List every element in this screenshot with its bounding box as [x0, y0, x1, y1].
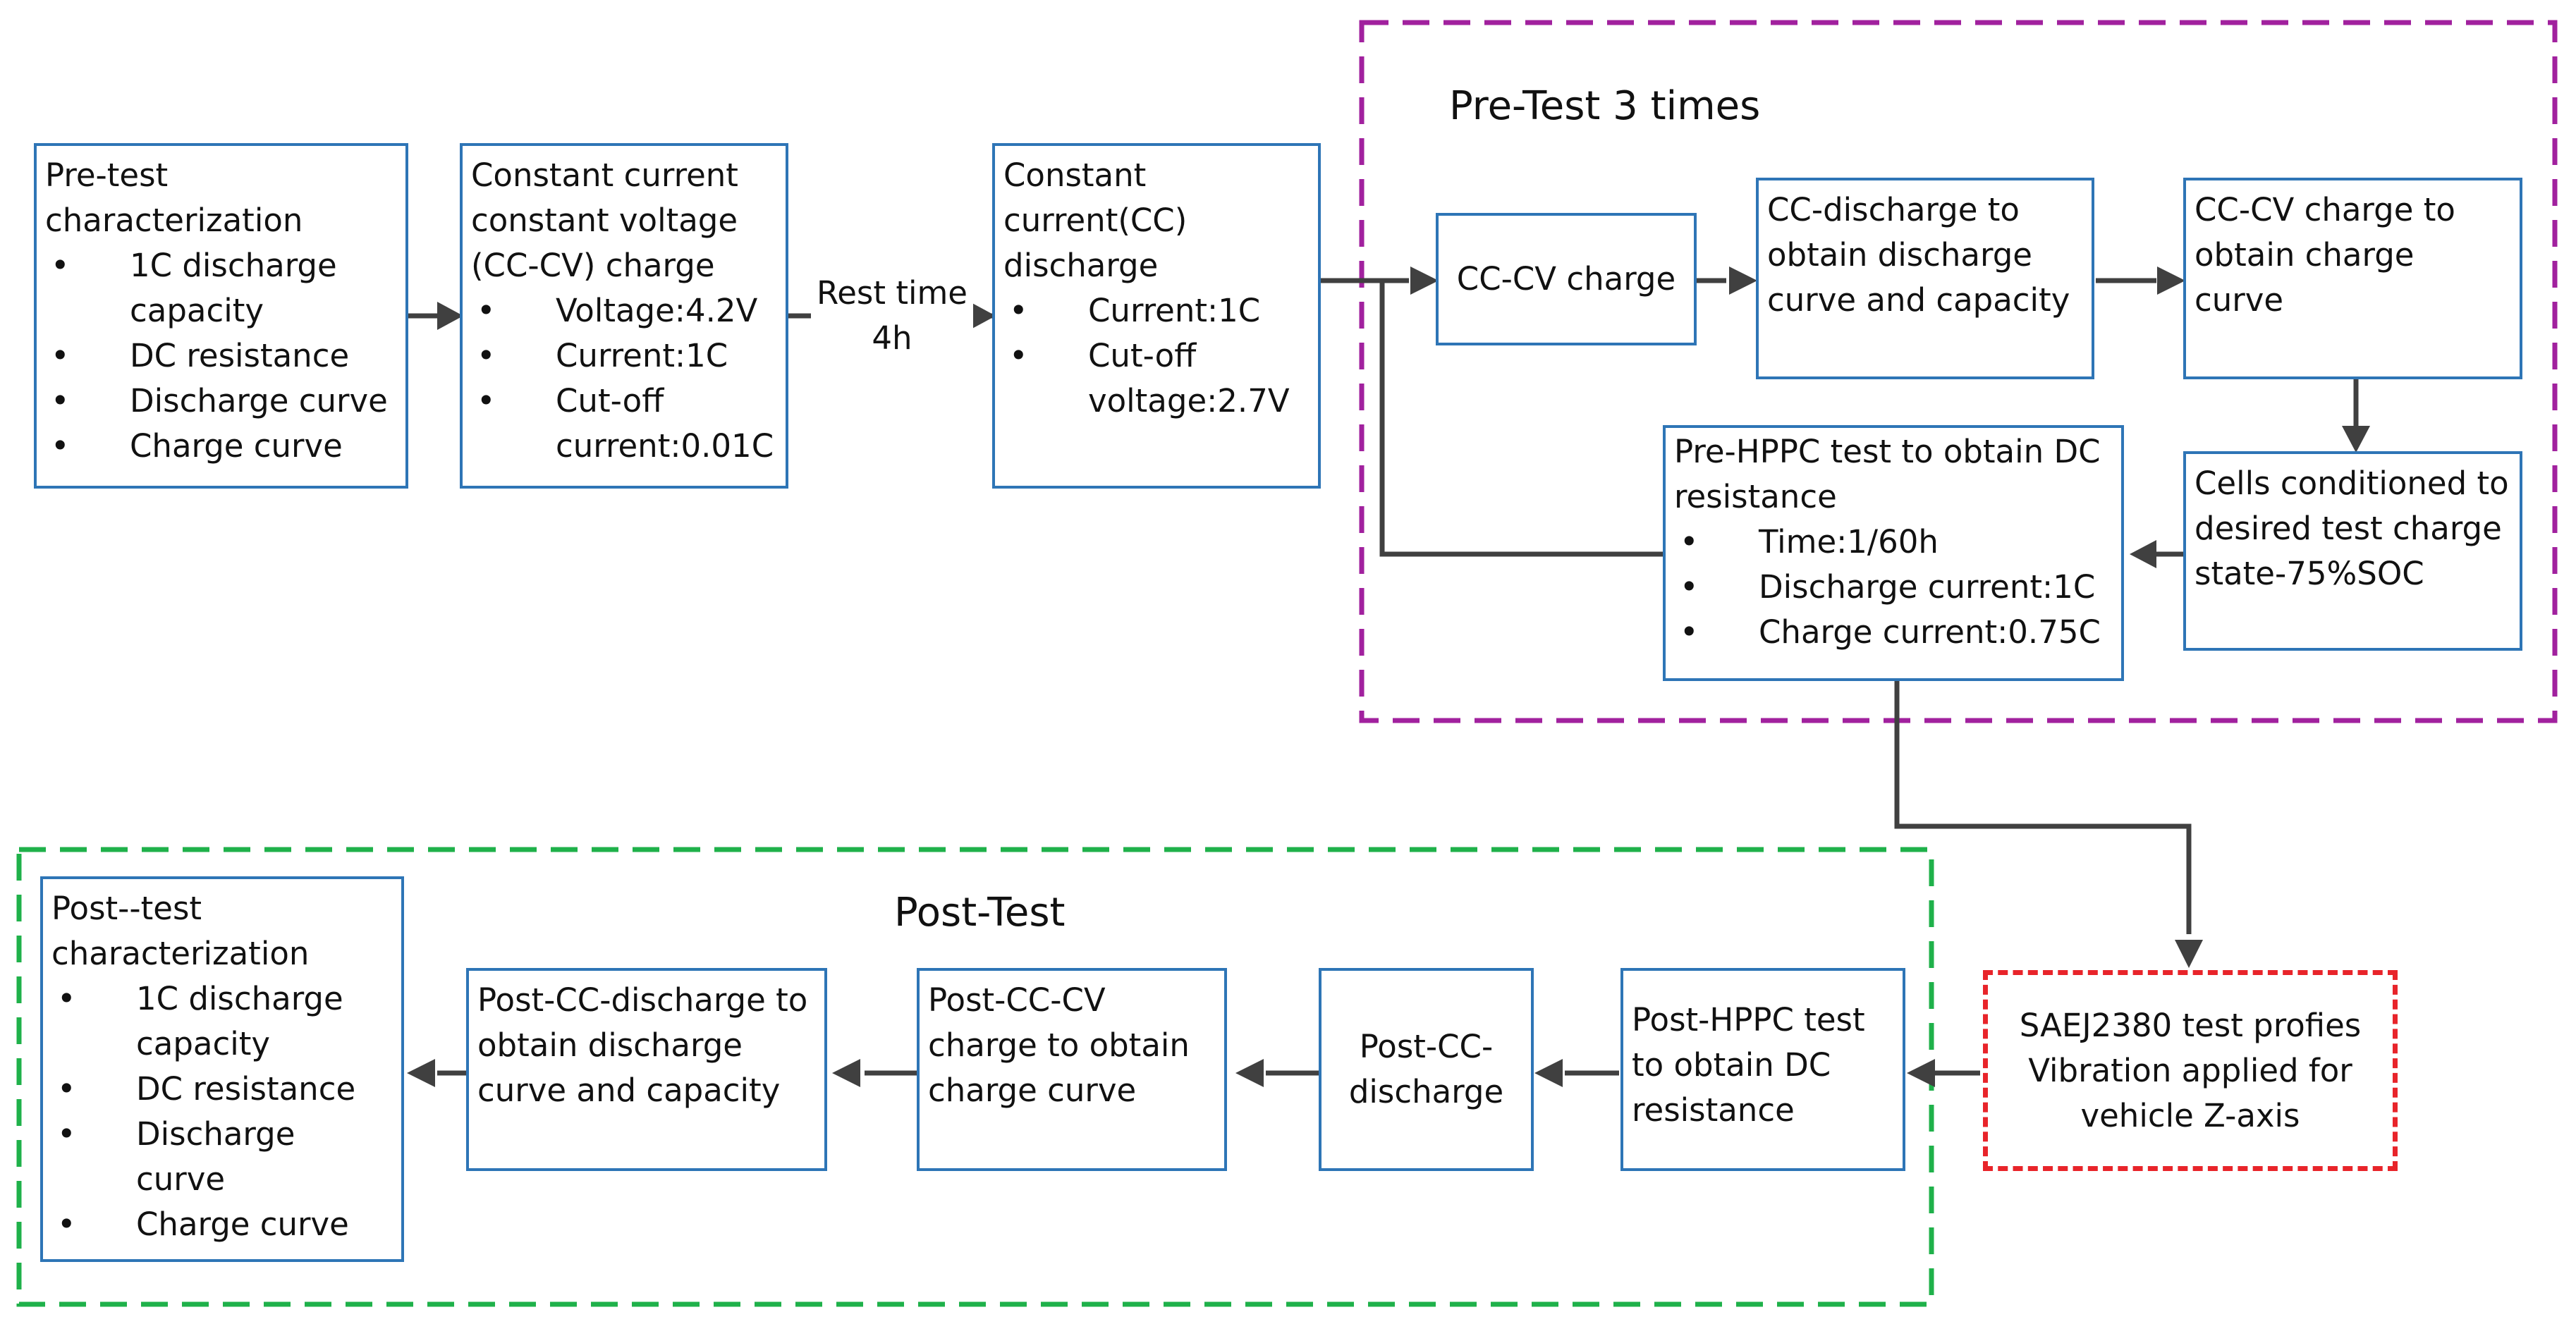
arrow-head [1729, 266, 1757, 295]
posttest-characterization-box: Post--test characterization 1C discharge… [40, 876, 404, 1262]
arrow-heads [407, 266, 2370, 1087]
arrow-head [437, 302, 463, 330]
list-item: Charge curve [45, 424, 397, 469]
list-item: Time:1/60h [1674, 520, 2113, 565]
rest-time-label: Rest time 4h [811, 271, 973, 361]
arrow-head [1410, 266, 1439, 295]
arrow-head [2342, 426, 2370, 453]
arrow-head [407, 1059, 435, 1087]
list-item: Cut-off current:0.01C [471, 379, 777, 469]
box-title: Constant current constant voltage (CC-CV… [471, 157, 738, 284]
pretest-group-label: Pre-Test 3 times [1449, 83, 1761, 129]
cccv-charge-box: Constant current constant voltage (CC-CV… [460, 143, 788, 489]
pre-hppc-box: Pre-HPPC test to obtain DC resistance Ti… [1663, 425, 2124, 681]
arrow-head [1235, 1059, 1264, 1087]
pretest-group-frame [1359, 20, 2558, 723]
list-item: Charge curve [51, 1202, 393, 1247]
arrow-head [832, 1059, 860, 1087]
arrow-head [2157, 266, 2185, 295]
cells-conditioned-box: Cells conditioned to desired test charge… [2183, 451, 2522, 651]
arrow-head [2130, 540, 2156, 568]
list-item: Discharge curve [45, 379, 397, 424]
cc-discharge-obtain-box: CC-discharge to obtain discharge curve a… [1756, 178, 2094, 379]
list-item: 1C discharge capacity [51, 976, 393, 1067]
list-item: Current:1C [471, 333, 777, 379]
list-item: Voltage:4.2V [471, 288, 777, 333]
post-cc-cv-charge-box: Post-CC-CV charge to obtain charge curve [917, 968, 1227, 1171]
box-title: Pre-HPPC test to obtain DC resistance [1674, 433, 2101, 515]
cc-cv-charge-obtain-box: CC-CV charge to obtain charge curve [2183, 178, 2522, 379]
list-item: DC resistance [51, 1067, 393, 1112]
arrow-head [1534, 1059, 1563, 1087]
vibration-text: SAEJ2380 test profies Vibration applied … [2019, 1006, 2362, 1134]
list-item: 1C discharge capacity [45, 243, 397, 333]
list-item: Cut-off voltage:2.7V [1003, 333, 1310, 424]
cc-discharge-box: Constant current(CC) discharge Current:1… [992, 143, 1321, 489]
post-cc-discharge-obtain-box: Post-CC-discharge to obtain discharge cu… [466, 968, 827, 1171]
cc-cv-charge-box: CC-CV charge [1436, 213, 1697, 345]
list-item: Discharge curve [51, 1112, 393, 1202]
vibration-box: SAEJ2380 test profies Vibration applied … [1983, 970, 2398, 1171]
post-hppc-box: Post-HPPC test to obtain DC resistance [1620, 968, 1905, 1171]
box-title: Post--test characterization [51, 890, 310, 972]
arrow-head [2175, 940, 2203, 968]
arrow-head [1907, 1059, 1935, 1087]
list-item: Charge current:0.75C [1674, 610, 2113, 655]
box-title: Pre-test characterization [45, 157, 303, 239]
list-item: Discharge current:1C [1674, 565, 2113, 610]
box-title: Constant current(CC) discharge [1003, 157, 1188, 284]
list-item: DC resistance [45, 333, 397, 379]
pretest-characterization-box: Pre-test characterization 1C discharge c… [34, 143, 408, 489]
arrow-head [970, 302, 996, 330]
post-cc-discharge-box: Post-CC-discharge [1319, 968, 1534, 1171]
list-item: Current:1C [1003, 288, 1310, 333]
posttest-group-label: Post-Test [894, 890, 1066, 936]
